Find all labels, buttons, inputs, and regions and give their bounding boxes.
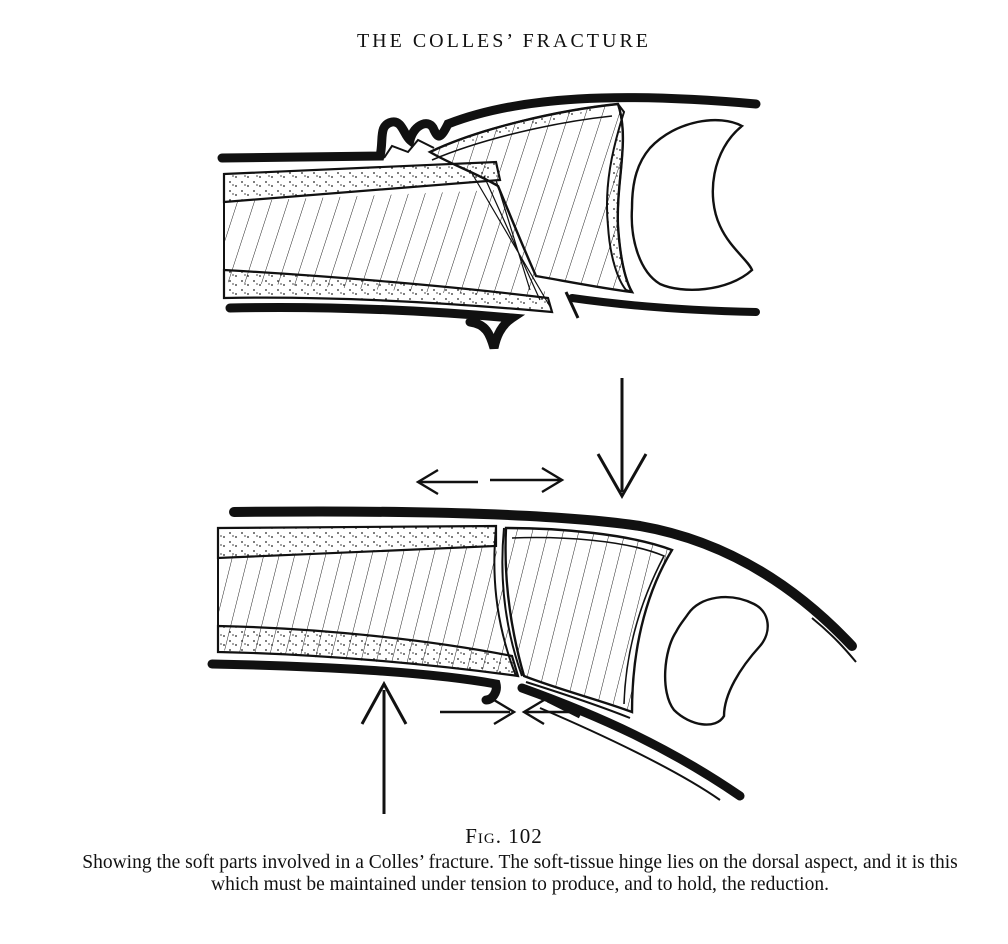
top-volar-skin-distal [568,294,760,316]
bottom-volar-skin [207,659,501,705]
top-radius-cortex-volar [222,268,554,314]
counter-force-arrow-up [360,680,408,814]
top-radius-shaft [224,190,548,298]
top-distal-cortex [429,102,635,294]
top-diagram-displaced-fracture [217,93,761,350]
bottom-dorsal-skin [229,506,857,651]
bottom-diagram-reduced-fracture [207,506,857,801]
bottom-radius-cortex-volar [216,624,520,678]
reduction-force-arrow-down [596,378,648,500]
tension-arrows [415,466,565,496]
compression-arrows [440,698,572,726]
bottom-carpal-bone [664,596,769,726]
figure-caption: Showing the soft parts involved in a Col… [82,852,958,895]
top-carpal-bone [630,119,754,291]
top-dorsal-skin [217,93,761,163]
figure-number: Fig. 102 [465,824,543,848]
top-volar-skin-proximal [225,302,526,350]
running-head-title: THE COLLES’ FRACTURE [356,30,652,52]
bottom-distal-fragment [504,526,674,714]
bottom-fracture-line [493,527,517,677]
